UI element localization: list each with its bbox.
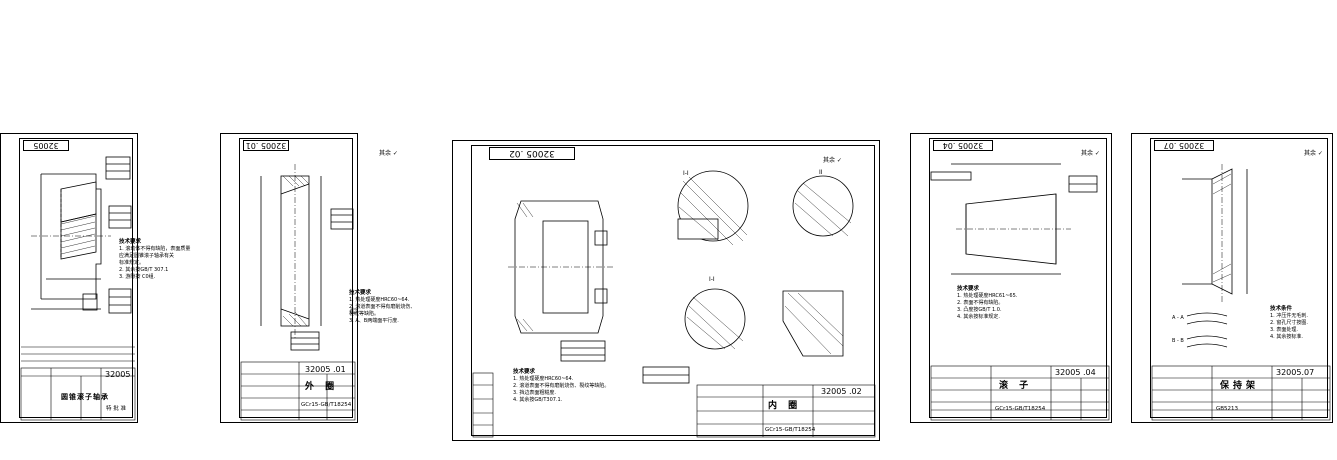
note-line: 4. 其余按标准规定. [957, 314, 1000, 320]
title-block-material: GCr15-GB/T18254 [301, 402, 352, 408]
title-block-name: 圆锥滚子轴承 [61, 393, 109, 401]
technical-notes: 技术要求 1. 热处理硬度HRC60~64.2. 滚道表面不得有磨削烧伤、裂纹等… [513, 369, 609, 404]
note-line: 标准规定。 [119, 260, 145, 266]
section-label-2: II [819, 169, 823, 176]
note-line: 4. 其余按GB/T307.1. [513, 397, 563, 403]
assembly-drawing [20, 156, 136, 421]
note-line: 1. 冲压件无毛刺. [1270, 313, 1308, 319]
note-line: 2. 滚道表面不得有磨削烧伤、裂纹等缺陷。 [513, 383, 610, 389]
roughness-note: 其余 ✓ [1304, 150, 1323, 157]
note-line: 2. 表面不得有缺陷。 [957, 300, 1004, 306]
note-line: 3. 表面处理. [1270, 327, 1298, 333]
notes-title: 技术要求 [513, 369, 536, 375]
drawing-sheet-outer-ring: 32005 .01 其余 ✓ [220, 133, 415, 423]
sheet-inner-frame [471, 145, 875, 436]
outer-ring-drawing [240, 164, 358, 421]
drawing-sheet-cage: 32005 .07 其余 ✓ A - A [1131, 133, 1333, 423]
title-block-material: GCr15-GB/T18254 [995, 406, 1046, 412]
title-block-material: GCr15-GB/T18254 [765, 427, 816, 433]
title-block-name: 滚 子 [999, 381, 1033, 391]
title-block-name: 内 圈 [768, 401, 802, 411]
section-label-3: I-I [709, 276, 715, 283]
drawing-sheet-assembly: 32005 [0, 133, 190, 423]
note-line: 3. A、B两端面平行度. [349, 318, 399, 324]
title-block-code: 32005 .04 [1055, 368, 1096, 377]
note-line: 1. 热处理硬度HRC60~64. [349, 297, 410, 303]
notes-title: 技术要求 [119, 239, 142, 245]
title-block-code: 32005 [105, 370, 131, 379]
note-line: 应满足圆锥滚子轴承有关 [119, 253, 175, 259]
notes-title: 技术要求 [349, 290, 372, 296]
section-label-a: A - A [1172, 315, 1184, 321]
title-block-name: 外 圈 [305, 382, 339, 392]
technical-notes: 技术要求 1. 热处理硬度HRC61~65.2. 表面不得有缺陷。3. 凸度按G… [957, 286, 1017, 321]
sheet-inner-frame [929, 138, 1107, 418]
cage-section-labels: A - A B - B [1172, 315, 1184, 344]
roughness-note: 其余 ✓ [379, 150, 398, 157]
cage-drawing [1151, 164, 1331, 421]
section-label-b: B - B [1172, 338, 1184, 344]
inner-ring-drawing [472, 170, 876, 438]
technical-notes: 技术要求 1. 热处理硬度HRC60~64.2. 滚道表面不得有磨削烧伤、 裂纹… [349, 290, 415, 325]
title-block-name: 保持架 [1220, 381, 1260, 391]
note-line: 3. 游隙按 C0组. [119, 274, 156, 280]
technical-notes: 技术条件 1. 冲压件无毛刺.2. 窗孔尺寸按图.3. 表面处理.4. 其余按标… [1270, 306, 1308, 341]
note-line: 1. 热处理硬度HRC60~64. [513, 376, 574, 382]
roller-drawing [930, 163, 1110, 421]
technical-notes: 技术要求 1. 滚动体不得有缺陷，表面质量 应满足圆锥滚子轴承有关 标准规定。2… [119, 239, 190, 281]
sheet-inner-frame [19, 138, 133, 418]
title-block-code: 32005 .02 [821, 387, 862, 396]
note-line: 2. 窗孔尺寸按图. [1270, 320, 1308, 326]
note-line: 裂纹等缺陷。 [349, 311, 380, 317]
section-labels: I-I II I-I [683, 169, 823, 283]
note-line: 4. 其余按标准. [1270, 334, 1303, 340]
title-block-extra: 特 批 准 [106, 406, 126, 412]
drawing-sheet-roller: 32005 .04 其余 ✓ 技术要求 1. 热处理硬度HRC61~65.2. … [910, 133, 1112, 423]
note-line: 2. 其余按GB/T 307.1 [119, 267, 169, 273]
note-line: 3. 凸度按GB/T 1.0. [957, 307, 1002, 313]
title-block-code: 32005 .01 [305, 365, 346, 374]
note-line: 2. 滚道表面不得有磨削烧伤、 [349, 304, 416, 310]
roughness-note: 其余 ✓ [1081, 150, 1100, 157]
note-line: 3. 挡边表面粗糙度. [513, 390, 556, 396]
notes-title: 技术要求 [957, 286, 980, 292]
roughness-note: 其余 ✓ [823, 157, 842, 164]
section-label-1: I-I [683, 170, 689, 177]
drawing-sheet-inner-ring: 32005 .02 其余 ✓ [452, 140, 880, 441]
title-block-code: 32005.07 [1276, 368, 1315, 377]
notes-title: 技术条件 [1270, 306, 1293, 312]
sheet-inner-frame [239, 138, 353, 418]
note-line: 1. 热处理硬度HRC61~65. [957, 293, 1018, 299]
note-line: 1. 滚动体不得有缺陷，表面质量 [119, 246, 191, 252]
title-block-material: GB5213 [1216, 406, 1239, 412]
sheet-inner-frame [1150, 138, 1328, 418]
